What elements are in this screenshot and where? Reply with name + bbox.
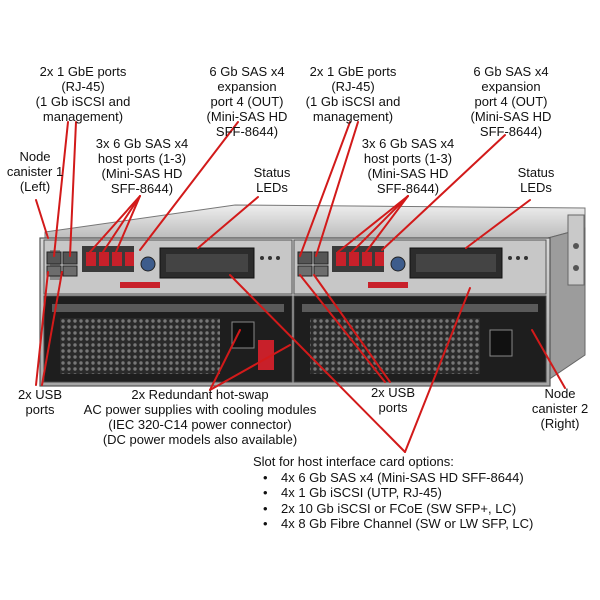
status-leds-left bbox=[260, 256, 280, 260]
release-knob-right bbox=[390, 256, 406, 272]
callout-lines bbox=[35, 121, 566, 453]
sas-host-ports-left bbox=[82, 246, 134, 272]
label-gbe-ports-left: 2x 1 GbE ports (RJ-45) (1 Gb iSCSI and m… bbox=[35, 64, 131, 124]
label-sas-expansion-left: 6 Gb SAS x4 expansion port 4 (OUT) (Mini… bbox=[206, 64, 288, 139]
slot-option-item: 4x 6 Gb SAS x4 (Mini-SAS HD SFF-8644) bbox=[263, 470, 593, 486]
gbe-ports-right bbox=[297, 251, 329, 277]
label-status-leds-left: Status LEDs bbox=[253, 165, 291, 195]
label-usb-ports-left: 2x USB ports bbox=[17, 387, 63, 417]
label-gbe-ports-right: 2x 1 GbE ports (RJ-45) (1 Gb iSCSI and m… bbox=[305, 64, 401, 124]
slot-option-item: 2x 10 Gb iSCSI or FCoE (SW SFP+, LC) bbox=[263, 501, 593, 517]
sas-host-ports-right bbox=[332, 246, 384, 272]
status-leds-right bbox=[508, 256, 528, 260]
label-sas-expansion-right: 6 Gb SAS x4 expansion port 4 (OUT) (Mini… bbox=[470, 64, 552, 139]
label-node-canister-2: Node canister 2 (Right) bbox=[531, 386, 589, 431]
label-host-ports-right: 3x 6 Gb SAS x4 host ports (1-3) (Mini-SA… bbox=[361, 136, 455, 196]
release-knob-left bbox=[140, 256, 156, 272]
power-connector-left bbox=[231, 321, 255, 349]
gbe-ports-left bbox=[46, 251, 78, 277]
power-connector-right bbox=[489, 329, 513, 357]
slot-options-list: 4x 6 Gb SAS x4 (Mini-SAS HD SFF-8644) 4x… bbox=[253, 470, 593, 532]
label-host-ports-left: 3x 6 Gb SAS x4 host ports (1-3) (Mini-SA… bbox=[95, 136, 189, 196]
label-status-leds-right: Status LEDs bbox=[517, 165, 555, 195]
label-usb-ports-right: 2x USB ports bbox=[370, 385, 416, 415]
slot-option-item: 4x 8 Gb Fibre Channel (SW or LW SFP, LC) bbox=[263, 516, 593, 532]
rack-ear bbox=[567, 214, 585, 286]
label-node-canister-1: Node canister 1 (Left) bbox=[6, 149, 64, 194]
slot-options-title: Slot for host interface card options: bbox=[253, 454, 454, 469]
host-interface-card-options: Slot for host interface card options: 4x… bbox=[253, 454, 593, 532]
slot-option-item: 4x 1 Gb iSCSI (UTP, RJ-45) bbox=[263, 485, 593, 501]
label-power-supplies: 2x Redundant hot-swap AC power supplies … bbox=[83, 387, 317, 447]
